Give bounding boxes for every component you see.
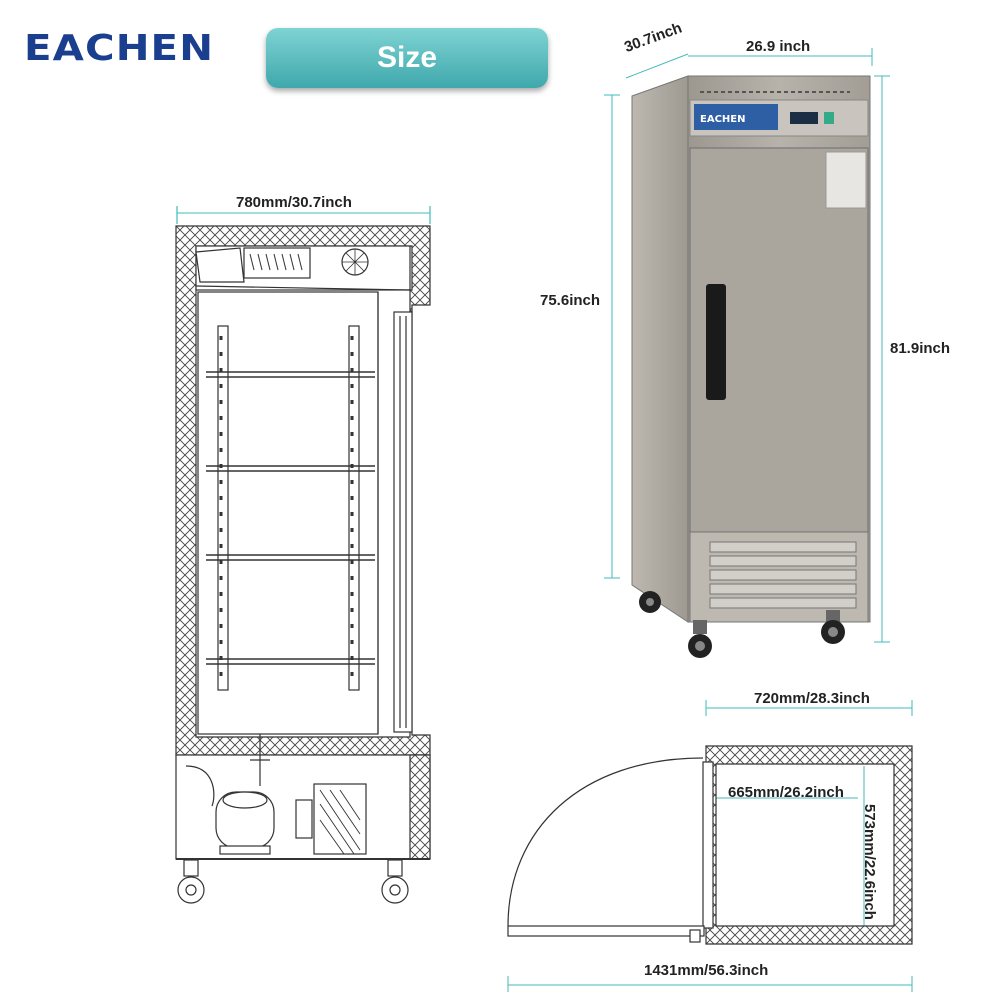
photo-caster-left-front (688, 620, 712, 658)
photo-caster-left-rear (639, 591, 661, 613)
ventilation-grille (709, 541, 857, 609)
cutaway-drawing (175, 206, 431, 904)
brand-logo: EACHEN (24, 28, 215, 69)
cutaway-caster-right (381, 859, 409, 904)
spec-label-sticker (825, 151, 867, 209)
plan-inner-depth-label: 573mm/22.6inch (861, 804, 878, 920)
cutaway-caster-left (177, 859, 205, 904)
cutaway-width-label: 780mm/30.7inch (236, 194, 352, 211)
wire-shelves (206, 371, 375, 665)
plan-view-drawing (507, 700, 913, 992)
compressor (215, 791, 275, 855)
size-banner: Size (266, 28, 548, 88)
power-switch[interactable] (824, 112, 834, 124)
brand-panel (694, 104, 778, 130)
panel-brand-label: EACHEN (700, 114, 745, 125)
condenser-fan (295, 783, 367, 855)
temperature-display (790, 112, 818, 124)
fridge-total-height-label: 81.9inch (890, 340, 951, 357)
plan-door-open-width-label: 1431mm/56.3inch (644, 962, 769, 979)
fridge-illustration: EACHEN (604, 48, 890, 658)
photo-caster-right-front (821, 610, 845, 644)
size-banner-label: Size (376, 41, 438, 74)
fridge-door[interactable] (689, 147, 869, 533)
door-handle[interactable] (706, 284, 726, 400)
plan-outer-width-label: 720mm/28.3inch (754, 690, 870, 707)
plan-inner-width-label: 665mm/26.2inch (728, 784, 844, 801)
fridge-width-label: 26.9 inch (746, 38, 811, 55)
fridge-body-height-label: 75.6inch (540, 292, 601, 309)
